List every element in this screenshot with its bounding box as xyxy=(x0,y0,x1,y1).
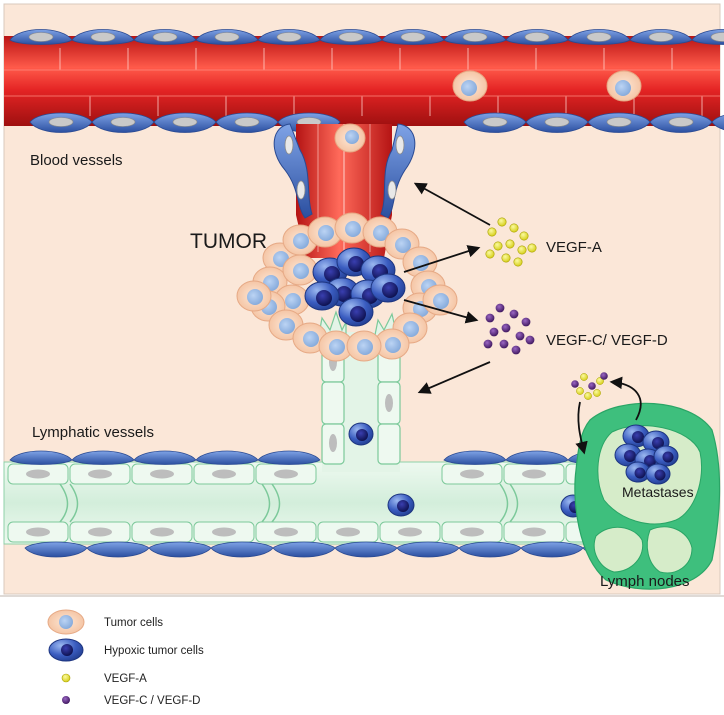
label-vegf-a: VEGF-A xyxy=(546,239,602,256)
arrow-vegfa-to-blood xyxy=(413,182,491,226)
lymph-node xyxy=(574,402,721,590)
label-blood-vessels: Blood vessels xyxy=(30,152,123,169)
arrow-node-to-vegf xyxy=(609,376,642,421)
signaling-arrows xyxy=(403,182,642,455)
vegf-node-cluster xyxy=(571,372,608,400)
legend: Tumor cells Hypoxic tumor cells VEGF-A V… xyxy=(47,609,204,707)
label-lymph-nodes: Lymph nodes xyxy=(600,573,690,590)
blood-vessel xyxy=(4,29,724,133)
legend-hypoxic-cells: Hypoxic tumor cells xyxy=(48,638,204,662)
legend-vegf-a: VEGF-A xyxy=(61,673,147,685)
vegf-a-cluster xyxy=(485,217,537,267)
metastatic-cell-cluster xyxy=(614,424,679,485)
legend-tumor-cells-label: Tumor cells xyxy=(104,617,163,629)
circulating-tumor-cells-blood xyxy=(452,70,642,102)
arrow-tumor-to-vegfa xyxy=(403,245,481,273)
arrow-vegfcd-to-lymph xyxy=(417,361,491,394)
lymphatic-vessel xyxy=(3,450,646,558)
legend-tumor-cells: Tumor cells xyxy=(47,609,163,635)
legend-vegf-cd-label: VEGF-C / VEGF-D xyxy=(104,695,200,707)
label-lymphatic-vessels: Lymphatic vessels xyxy=(32,424,154,441)
legend-vegf-cd: VEGF-C / VEGF-D xyxy=(62,695,200,707)
arrow-vegf-to-node xyxy=(575,401,588,455)
vegf-cd-cluster xyxy=(483,303,535,355)
legend-vegf-a-label: VEGF-A xyxy=(104,673,147,685)
label-metastases: Metastases xyxy=(622,484,694,500)
arrow-tumor-to-vegfcd xyxy=(403,299,479,324)
legend-hypoxic-cells-label: Hypoxic tumor cells xyxy=(104,645,204,657)
label-vegf-cd: VEGF-C/ VEGF-D xyxy=(546,332,668,349)
label-tumor: TUMOR xyxy=(190,230,267,253)
